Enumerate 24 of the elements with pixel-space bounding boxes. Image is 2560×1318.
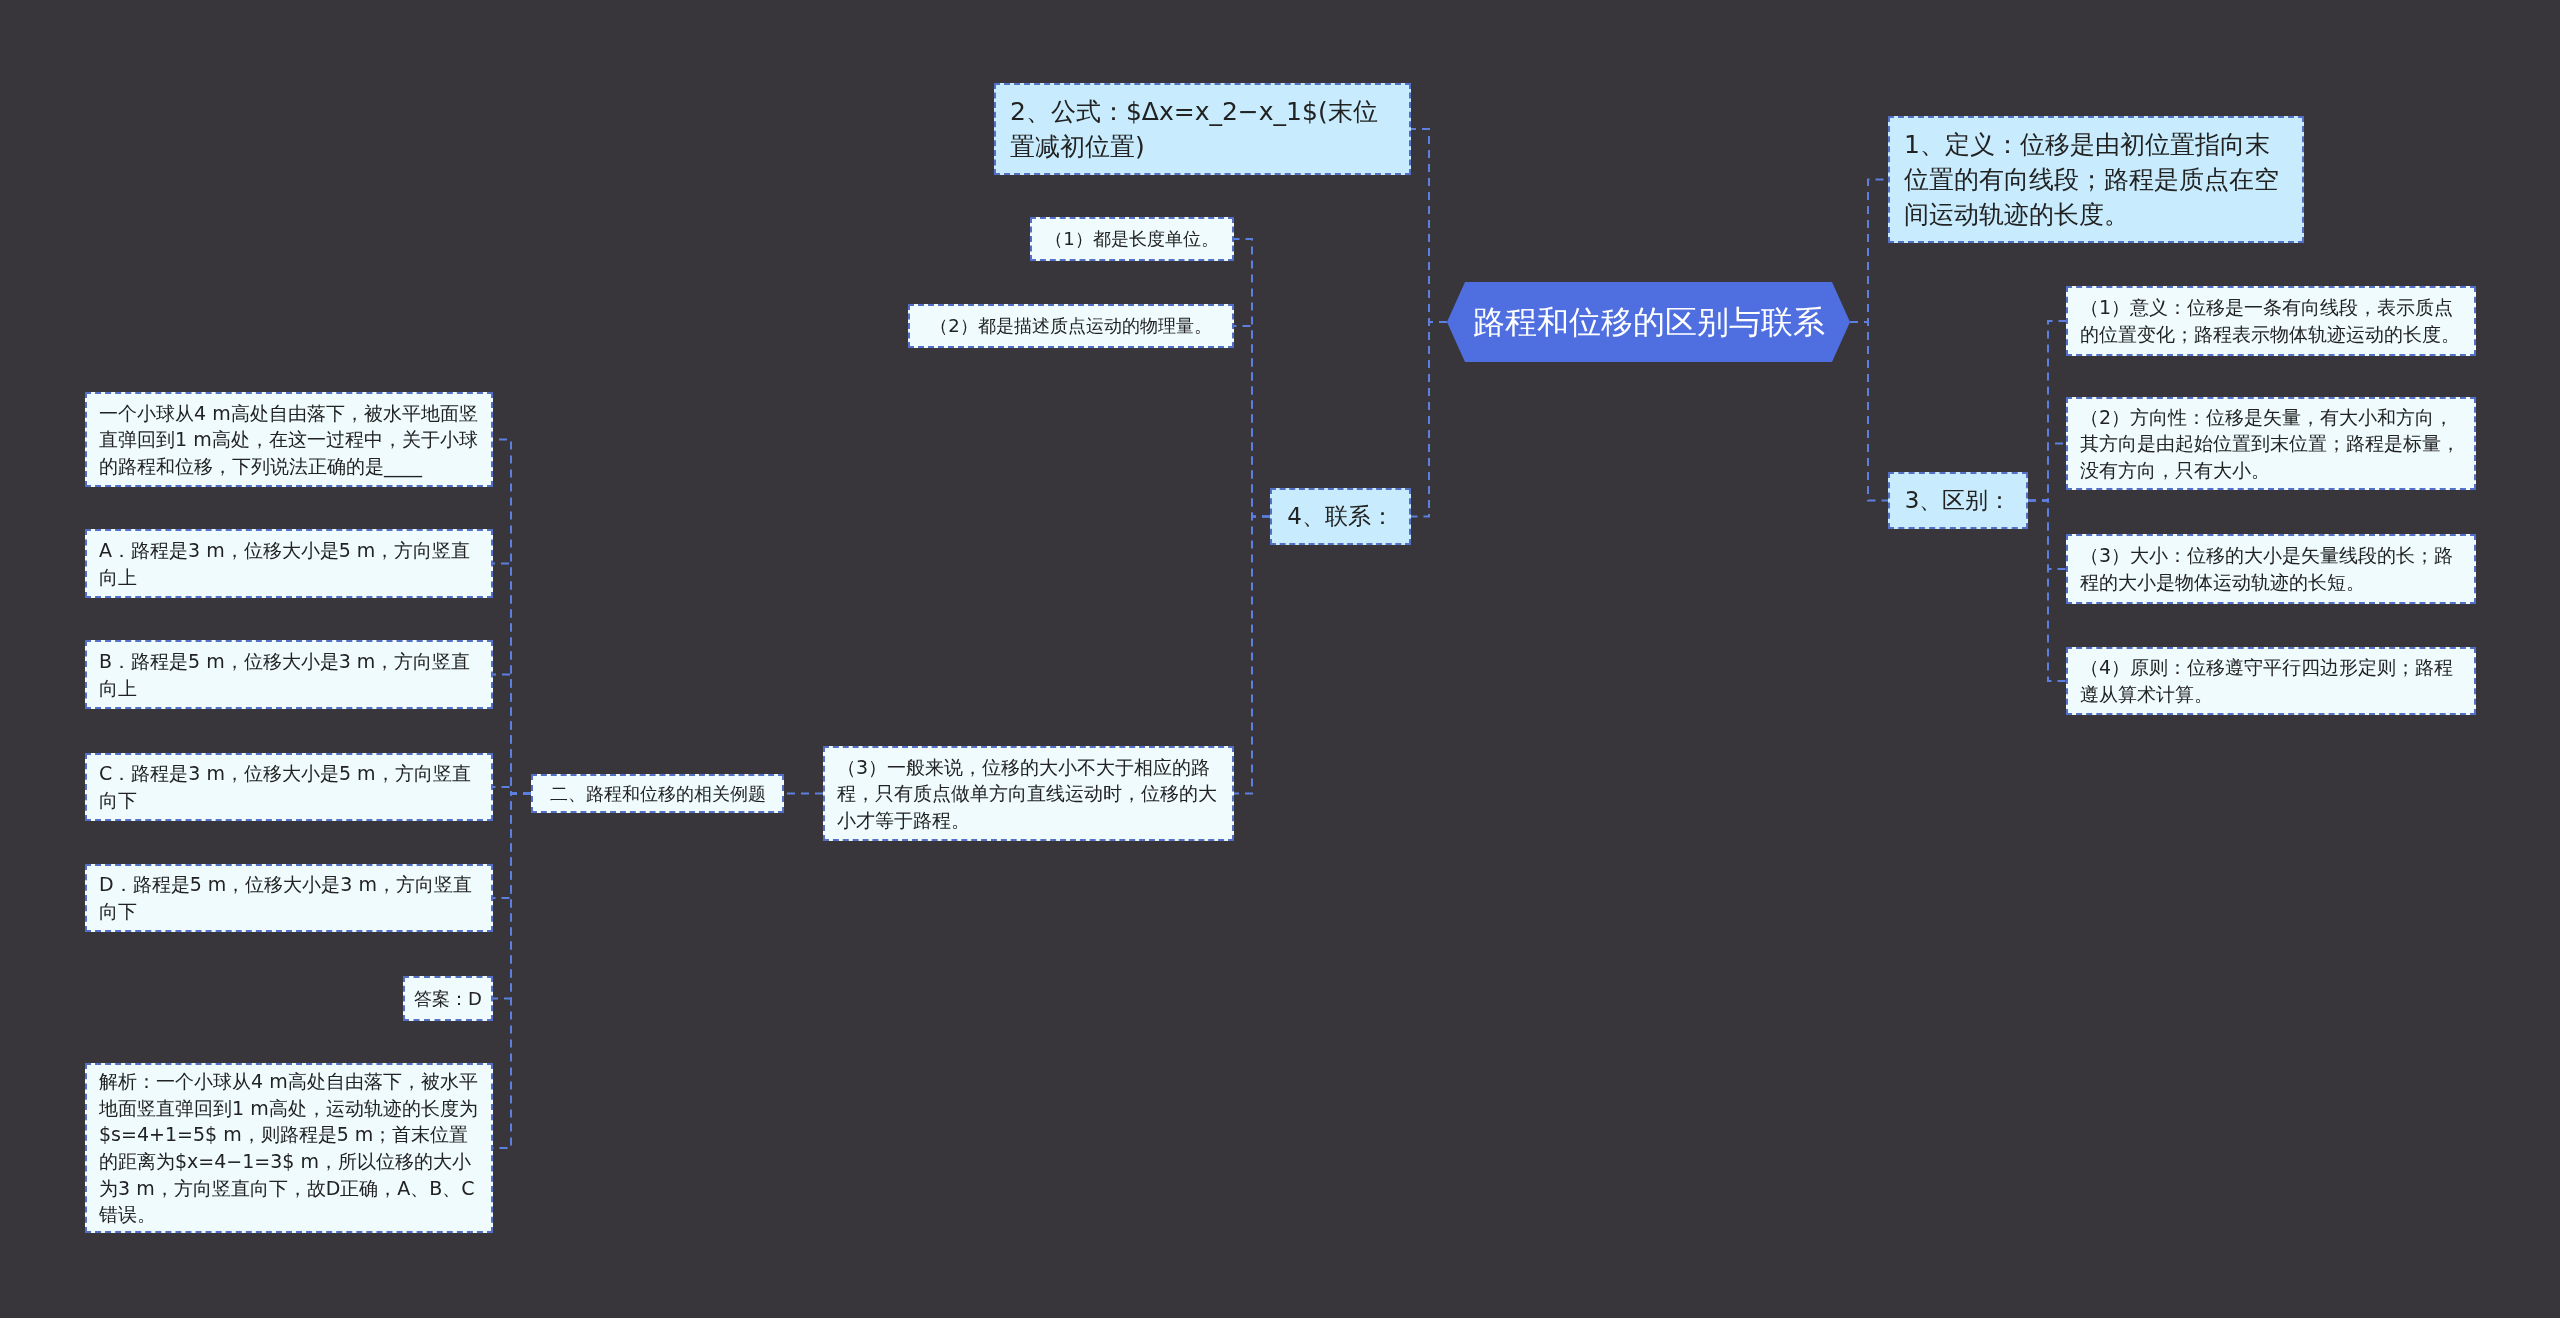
branch-box: 1、定义：位移是由初位置指向末位置的有向线段；路程是质点在空间运动轨迹的长度。 <box>1888 116 2304 243</box>
note-box: D．路程是5 m，位移大小是3 m，方向竖直向下 <box>85 864 493 932</box>
note-box: 解析：一个小球从4 m高处自由落下，被水平地面竖直弹回到1 m高处，运动轨迹的长度为$s=4+1=5$ m，则路程是5 m；首末位置的距离为$x=4−1=3$ m，所以位移的大小为3 m，方向竖直向下，故D正确，A、B、C错误。 <box>85 1063 493 1233</box>
connector <box>2027 499 2067 682</box>
branch-box: 3、区别： <box>1888 472 2028 529</box>
connector <box>1849 321 1889 502</box>
note-box: 二、路程和位移的相关例题 <box>531 774 784 813</box>
note-box: C．路程是3 m，位移大小是5 m，方向竖直向下 <box>85 753 493 821</box>
note-box: 答案：D <box>403 976 493 1021</box>
connector <box>1410 321 1448 518</box>
note-box: 一个小球从4 m高处自由落下，被水平地面竖直弹回到1 m高处，在这一过程中，关于小球的路程和位移，下列说法正确的是____ <box>85 392 493 487</box>
note-box: （4）原则：位移遵守平行四边形定则；路程遵从算术计算。 <box>2066 647 2476 715</box>
note-box: A．路程是3 m，位移大小是5 m，方向竖直向上 <box>85 529 493 598</box>
note-box: （1）意义：位移是一条有向线段，表示质点的位置变化；路程表示物体轨迹运动的长度。 <box>2066 286 2476 356</box>
note-box: （2）方向性：位移是矢量，有大小和方向，其方向是由起始位置到末位置；路程是标量，没有方向，只有大小。 <box>2066 397 2476 490</box>
topic-box: 路程和位移的区别与联系 <box>1447 282 1850 362</box>
note-box: （2）都是描述质点运动的物理量。 <box>908 304 1234 348</box>
branch-box: 2、公式：$Δx=x_2−x_1$(末位置减初位置) <box>994 83 1411 175</box>
note-box: （3）大小：位移的大小是矢量线段的长；路程的大小是物体运动轨迹的长短。 <box>2066 534 2476 604</box>
note-box: （1）都是长度单位。 <box>1030 217 1234 261</box>
note-box: B．路程是5 m，位移大小是3 m，方向竖直向上 <box>85 640 493 709</box>
branch-box: 4、联系： <box>1270 488 1411 545</box>
note-box: （3）一般来说，位移的大小不大于相应的路程，只有质点做单方向直线运动时，位移的大小才等于路程。 <box>823 746 1234 841</box>
connector <box>1233 515 1271 795</box>
